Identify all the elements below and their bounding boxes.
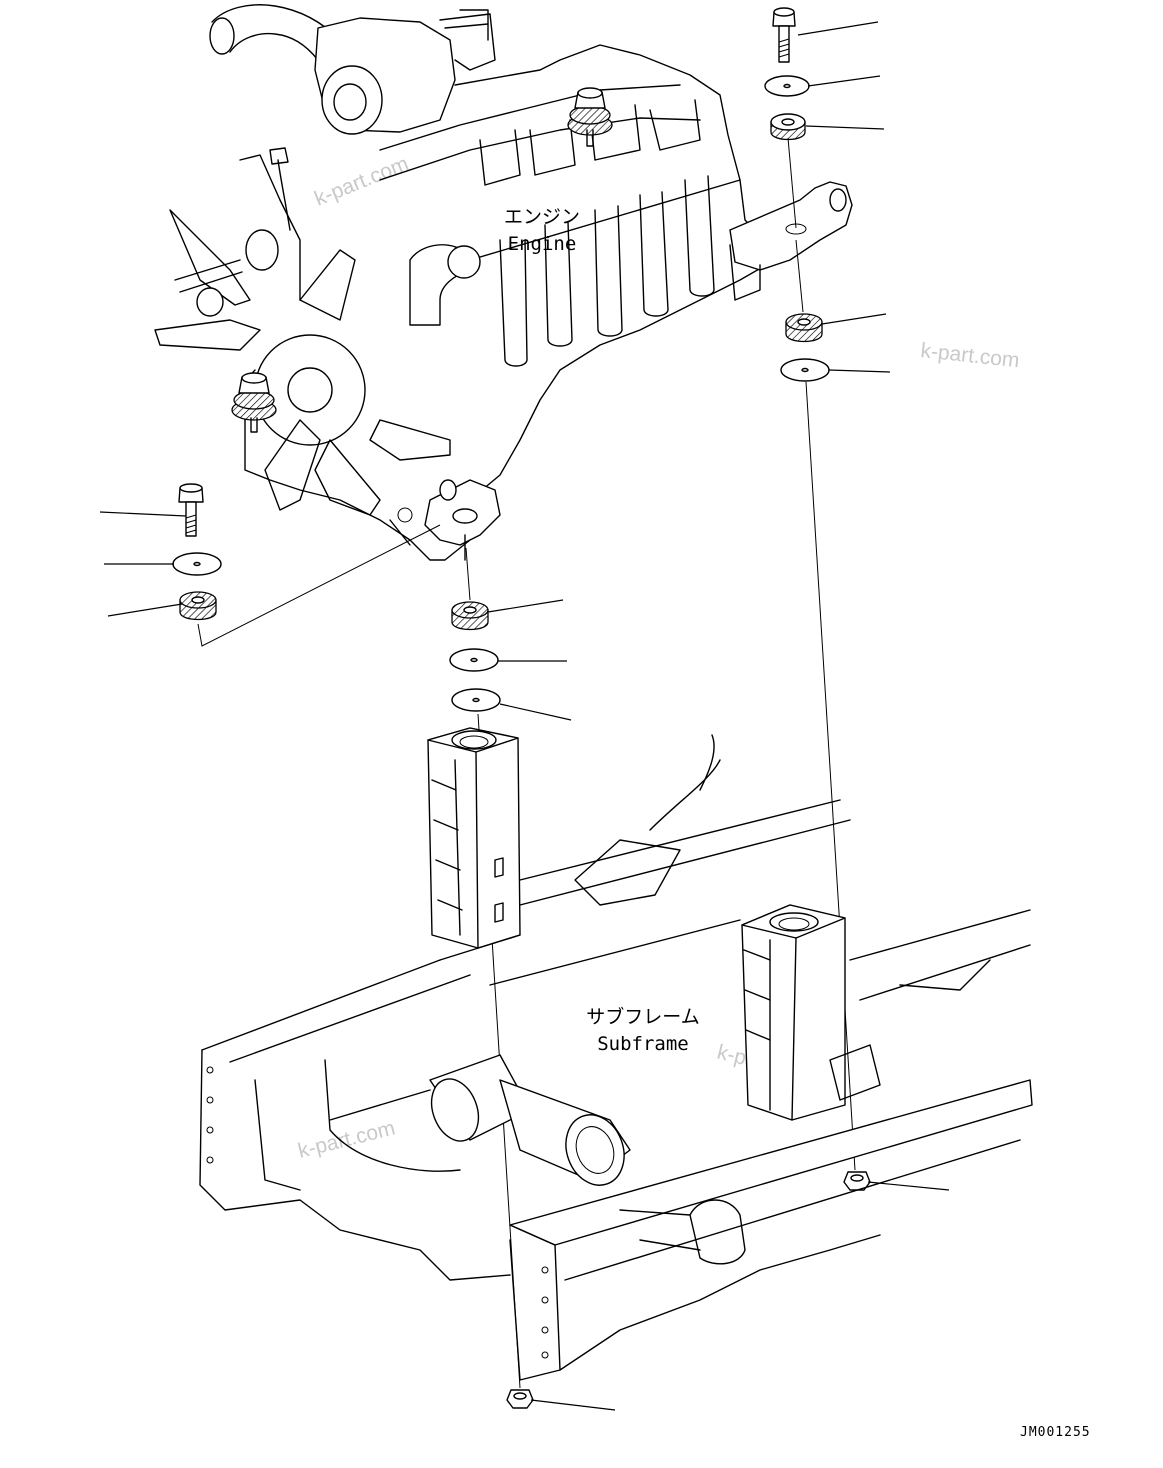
leader-line — [99, 511, 187, 517]
rubber-mount-center — [451, 601, 489, 631]
nut-bottom-center — [506, 1389, 534, 1409]
engine-label-en: Engine — [508, 233, 577, 255]
rubber-mount-right-lower — [785, 313, 823, 343]
leader-line — [828, 369, 891, 373]
leader-lines — [99, 21, 950, 1411]
leader-line — [821, 313, 887, 325]
leader-line — [797, 21, 879, 36]
leader-line — [805, 125, 885, 130]
washer-center-upper — [449, 648, 499, 672]
subframe-label-jp: サブフレーム — [586, 1005, 699, 1028]
leader-line — [807, 75, 881, 87]
subframe-label-en: Subframe — [597, 1033, 689, 1055]
engine-left-mount-assembly — [231, 372, 277, 433]
nut-bottom-right — [843, 1171, 871, 1191]
washer-right-top — [764, 75, 810, 97]
washer-left — [172, 552, 222, 576]
engine-illustration: エンジン Engine — [154, 4, 853, 561]
washer-right-bottom — [780, 358, 830, 382]
leader-line — [530, 1399, 616, 1411]
leader-line — [499, 703, 572, 721]
bolt-left — [178, 483, 204, 537]
engine-label-jp: エンジン — [504, 206, 580, 228]
leader-line — [107, 603, 183, 617]
bolt-right — [772, 7, 796, 63]
washer-center-lower — [451, 688, 501, 712]
leader-line — [867, 1181, 950, 1191]
watermark-text: k-part.com — [296, 1117, 398, 1163]
rubber-mount-right-upper — [770, 113, 806, 141]
drawing-code: JM001255 — [1020, 1425, 1091, 1440]
leader-line — [487, 599, 564, 613]
rubber-mount-left — [179, 591, 217, 621]
watermark-text: k-part.com — [919, 339, 1020, 372]
watermark-text: k-part.com — [311, 152, 412, 210]
subframe-illustration: サブフレーム Subframe — [199, 727, 1033, 1381]
engine-top-mount-assembly — [567, 87, 613, 147]
